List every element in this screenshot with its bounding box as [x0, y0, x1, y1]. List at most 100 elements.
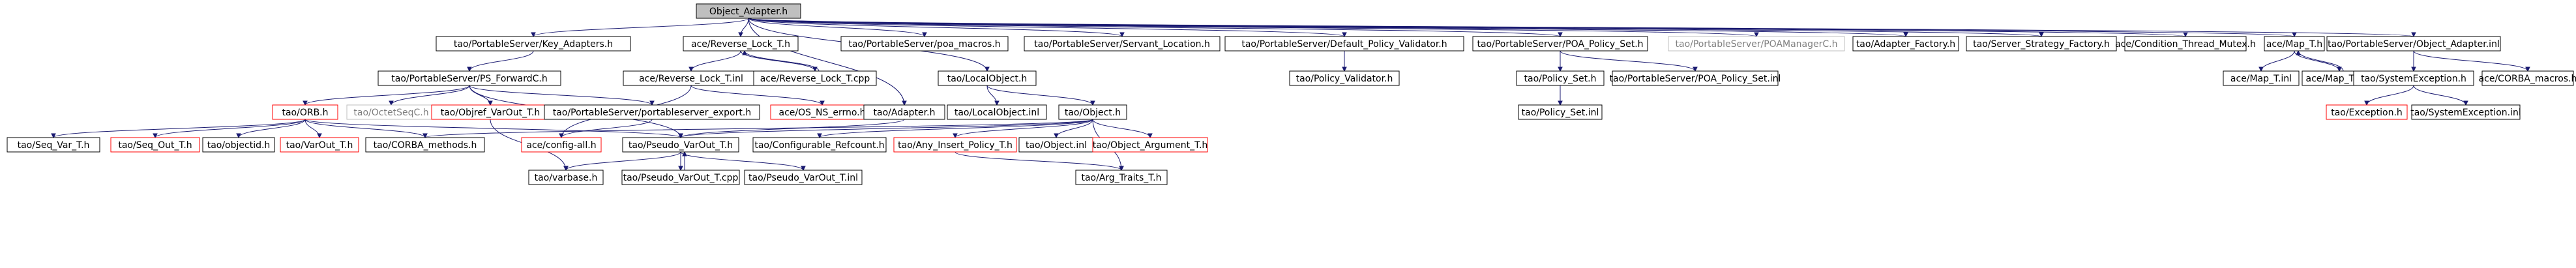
- file-node[interactable]: tao/Adapter_Factory.h: [1852, 36, 1959, 52]
- edge-arrowhead: [649, 100, 655, 106]
- file-node[interactable]: tao/Seq_Out_T.h: [110, 137, 200, 153]
- file-node-label: tao/Server_Strategy_Factory.h: [1973, 39, 2110, 50]
- edge-line: [565, 151, 681, 171]
- file-node[interactable]: tao/Arg_Traits_T.h: [1075, 170, 1168, 185]
- edge-arrowhead: [2337, 67, 2342, 72]
- edge-line: [424, 119, 1093, 138]
- file-node[interactable]: ace/Map_T.h: [2264, 36, 2325, 52]
- file-node[interactable]: ace/Reverse_Lock_T.h: [683, 36, 799, 52]
- file-node[interactable]: tao/Any_Insert_Policy_T.h: [893, 137, 1017, 153]
- file-node-label: tao/PortableServer/Default_Policy_Valida…: [1241, 39, 1447, 50]
- file-node[interactable]: tao/Objref_VarOut_T.h: [431, 104, 550, 120]
- file-node-label: tao/Seq_Out_T.h: [118, 140, 192, 151]
- file-node[interactable]: Object_Adapter.h: [696, 3, 801, 19]
- file-node-box: [1075, 170, 1168, 185]
- edge-arrowhead: [531, 32, 536, 38]
- dependency-edge: [559, 119, 653, 139]
- file-node[interactable]: tao/SystemException.h: [2353, 70, 2474, 86]
- edge-line: [748, 18, 2295, 37]
- file-node[interactable]: tao/Exception.h: [2326, 104, 2408, 120]
- file-node[interactable]: tao/varbase.h: [528, 170, 604, 185]
- file-node[interactable]: tao/Adapter.h: [863, 104, 945, 120]
- edge-line: [304, 119, 681, 138]
- file-node[interactable]: tao/PortableServer/PS_ForwardC.h: [378, 70, 561, 86]
- file-node-box: [1024, 36, 1221, 52]
- file-node[interactable]: tao/PortableServer/portableserver_export…: [544, 104, 760, 120]
- dependency-edge: [682, 151, 687, 170]
- edge-arrowhead: [678, 133, 683, 139]
- file-node[interactable]: tao/PortableServer/Key_Adapters.h: [436, 36, 631, 52]
- dependency-edge: [236, 119, 306, 139]
- dependency-edge: [986, 85, 1095, 106]
- file-node[interactable]: ace/Reverse_Lock_T.cpp: [753, 70, 877, 86]
- file-node[interactable]: tao/Server_Strategy_Factory.h: [1966, 36, 2117, 52]
- edge-line: [53, 119, 306, 138]
- file-node-label: ace/OS_NS_errno.h: [778, 108, 865, 118]
- file-node[interactable]: ace/Reverse_Lock_T.inl: [623, 70, 760, 86]
- file-node[interactable]: tao/SystemException.inl: [2410, 104, 2521, 120]
- file-node[interactable]: ace/CORBA_macros.h: [2479, 70, 2576, 86]
- file-node-box: [893, 137, 1017, 153]
- file-node-label: tao/Objref_VarOut_T.h: [441, 108, 540, 118]
- file-node[interactable]: tao/PortableServer/Default_Policy_Valida…: [1224, 36, 1464, 52]
- file-node[interactable]: tao/Object.inl: [1018, 137, 1094, 153]
- file-node-label: ace/CORBA_macros.h: [2479, 74, 2576, 84]
- file-node[interactable]: ace/config-all.h: [521, 137, 602, 153]
- file-node[interactable]: tao/Object_Argument_T.h: [1092, 137, 1208, 153]
- file-node[interactable]: tao/Object.h: [1058, 104, 1127, 120]
- edge-arrowhead: [389, 100, 394, 106]
- file-node-label: tao/Adapter_Factory.h: [1856, 39, 1955, 50]
- file-node[interactable]: tao/PortableServer/POA_Policy_Set.h: [1472, 36, 1648, 52]
- file-node[interactable]: tao/Policy_Set.h: [1516, 70, 1605, 86]
- file-node[interactable]: tao/VarOut_T.h: [280, 137, 359, 153]
- file-node-label: tao/Configurable_Refcount.h: [754, 140, 884, 151]
- file-node-box: [2326, 104, 2408, 120]
- file-node-label: ace/Condition_Thread_Mutex.h: [2115, 39, 2256, 50]
- dependency-edge: [389, 85, 470, 106]
- file-node[interactable]: tao/Pseudo_VarOut_T.cpp: [621, 170, 740, 185]
- dependency-edge: [678, 152, 683, 171]
- file-node[interactable]: tao/LocalObject.h: [938, 70, 1037, 86]
- file-node-label: ace/Map_T.h: [2266, 39, 2322, 50]
- file-node[interactable]: ace/OS_NS_errno.h: [770, 104, 874, 120]
- dependency-edge: [986, 85, 999, 106]
- file-node-box: [2264, 36, 2325, 52]
- file-node[interactable]: tao/Configurable_Refcount.h: [752, 137, 887, 153]
- file-node-box: [753, 70, 877, 86]
- dependency-edge: [678, 119, 905, 139]
- file-node[interactable]: tao/Policy_Set.inl: [1518, 104, 1603, 120]
- edge-arrowhead: [1558, 67, 1563, 72]
- file-node[interactable]: tao/PortableServer/poa_macros.h: [840, 36, 1009, 52]
- file-node[interactable]: tao/Pseudo_VarOut_T.inl: [744, 170, 863, 185]
- file-node-label: tao/VarOut_T.h: [286, 140, 353, 151]
- dependency-edge: [2413, 85, 2468, 106]
- edge-arrowhead: [1119, 32, 1125, 38]
- file-node[interactable]: tao/PortableServer/Object_Adapter.inl: [2326, 36, 2501, 52]
- edge-arrowhead: [994, 100, 999, 106]
- graph-nodes: Object_Adapter.h tao/PortableServer/Key_A…: [7, 3, 2576, 185]
- file-node[interactable]: tao/Policy_Validator.h: [1289, 70, 1400, 86]
- file-node-label: tao/SystemException.inl: [2410, 108, 2521, 118]
- file-node[interactable]: ace/Map_T.inl: [2223, 70, 2300, 86]
- file-node[interactable]: tao/PortableServer/POA_Policy_Set.inl: [1610, 70, 1781, 86]
- edge-line: [2260, 50, 2295, 72]
- file-node[interactable]: ace/Condition_Thread_Mutex.h: [2115, 36, 2256, 52]
- dependency-edge: [531, 18, 749, 38]
- dependency-edge: [738, 18, 749, 38]
- file-node[interactable]: tao/LocalObject.inl: [947, 104, 1047, 120]
- file-node[interactable]: tao/CORBA_methods.h: [365, 137, 485, 153]
- file-node[interactable]: tao/Seq_Var_T.h: [7, 137, 100, 153]
- edge-arrowhead: [153, 133, 158, 139]
- file-node[interactable]: tao/ORB.h: [272, 104, 338, 120]
- file-node[interactable]: tao/PortableServer/Servant_Location.h: [1024, 36, 1221, 52]
- edge-line: [680, 151, 804, 171]
- edge-arrowhead: [953, 133, 958, 139]
- file-node-label: tao/Policy_Validator.h: [1296, 74, 1393, 84]
- file-node-box: [863, 104, 945, 120]
- file-node-box: [1852, 36, 1959, 52]
- file-node[interactable]: tao/objectid.h: [202, 137, 275, 153]
- file-node-label: tao/Exception.h: [2331, 108, 2403, 118]
- edge-line: [955, 151, 1122, 171]
- file-node[interactable]: tao/Pseudo_VarOut_T.h: [622, 137, 739, 153]
- edge-arrowhead: [2525, 67, 2530, 72]
